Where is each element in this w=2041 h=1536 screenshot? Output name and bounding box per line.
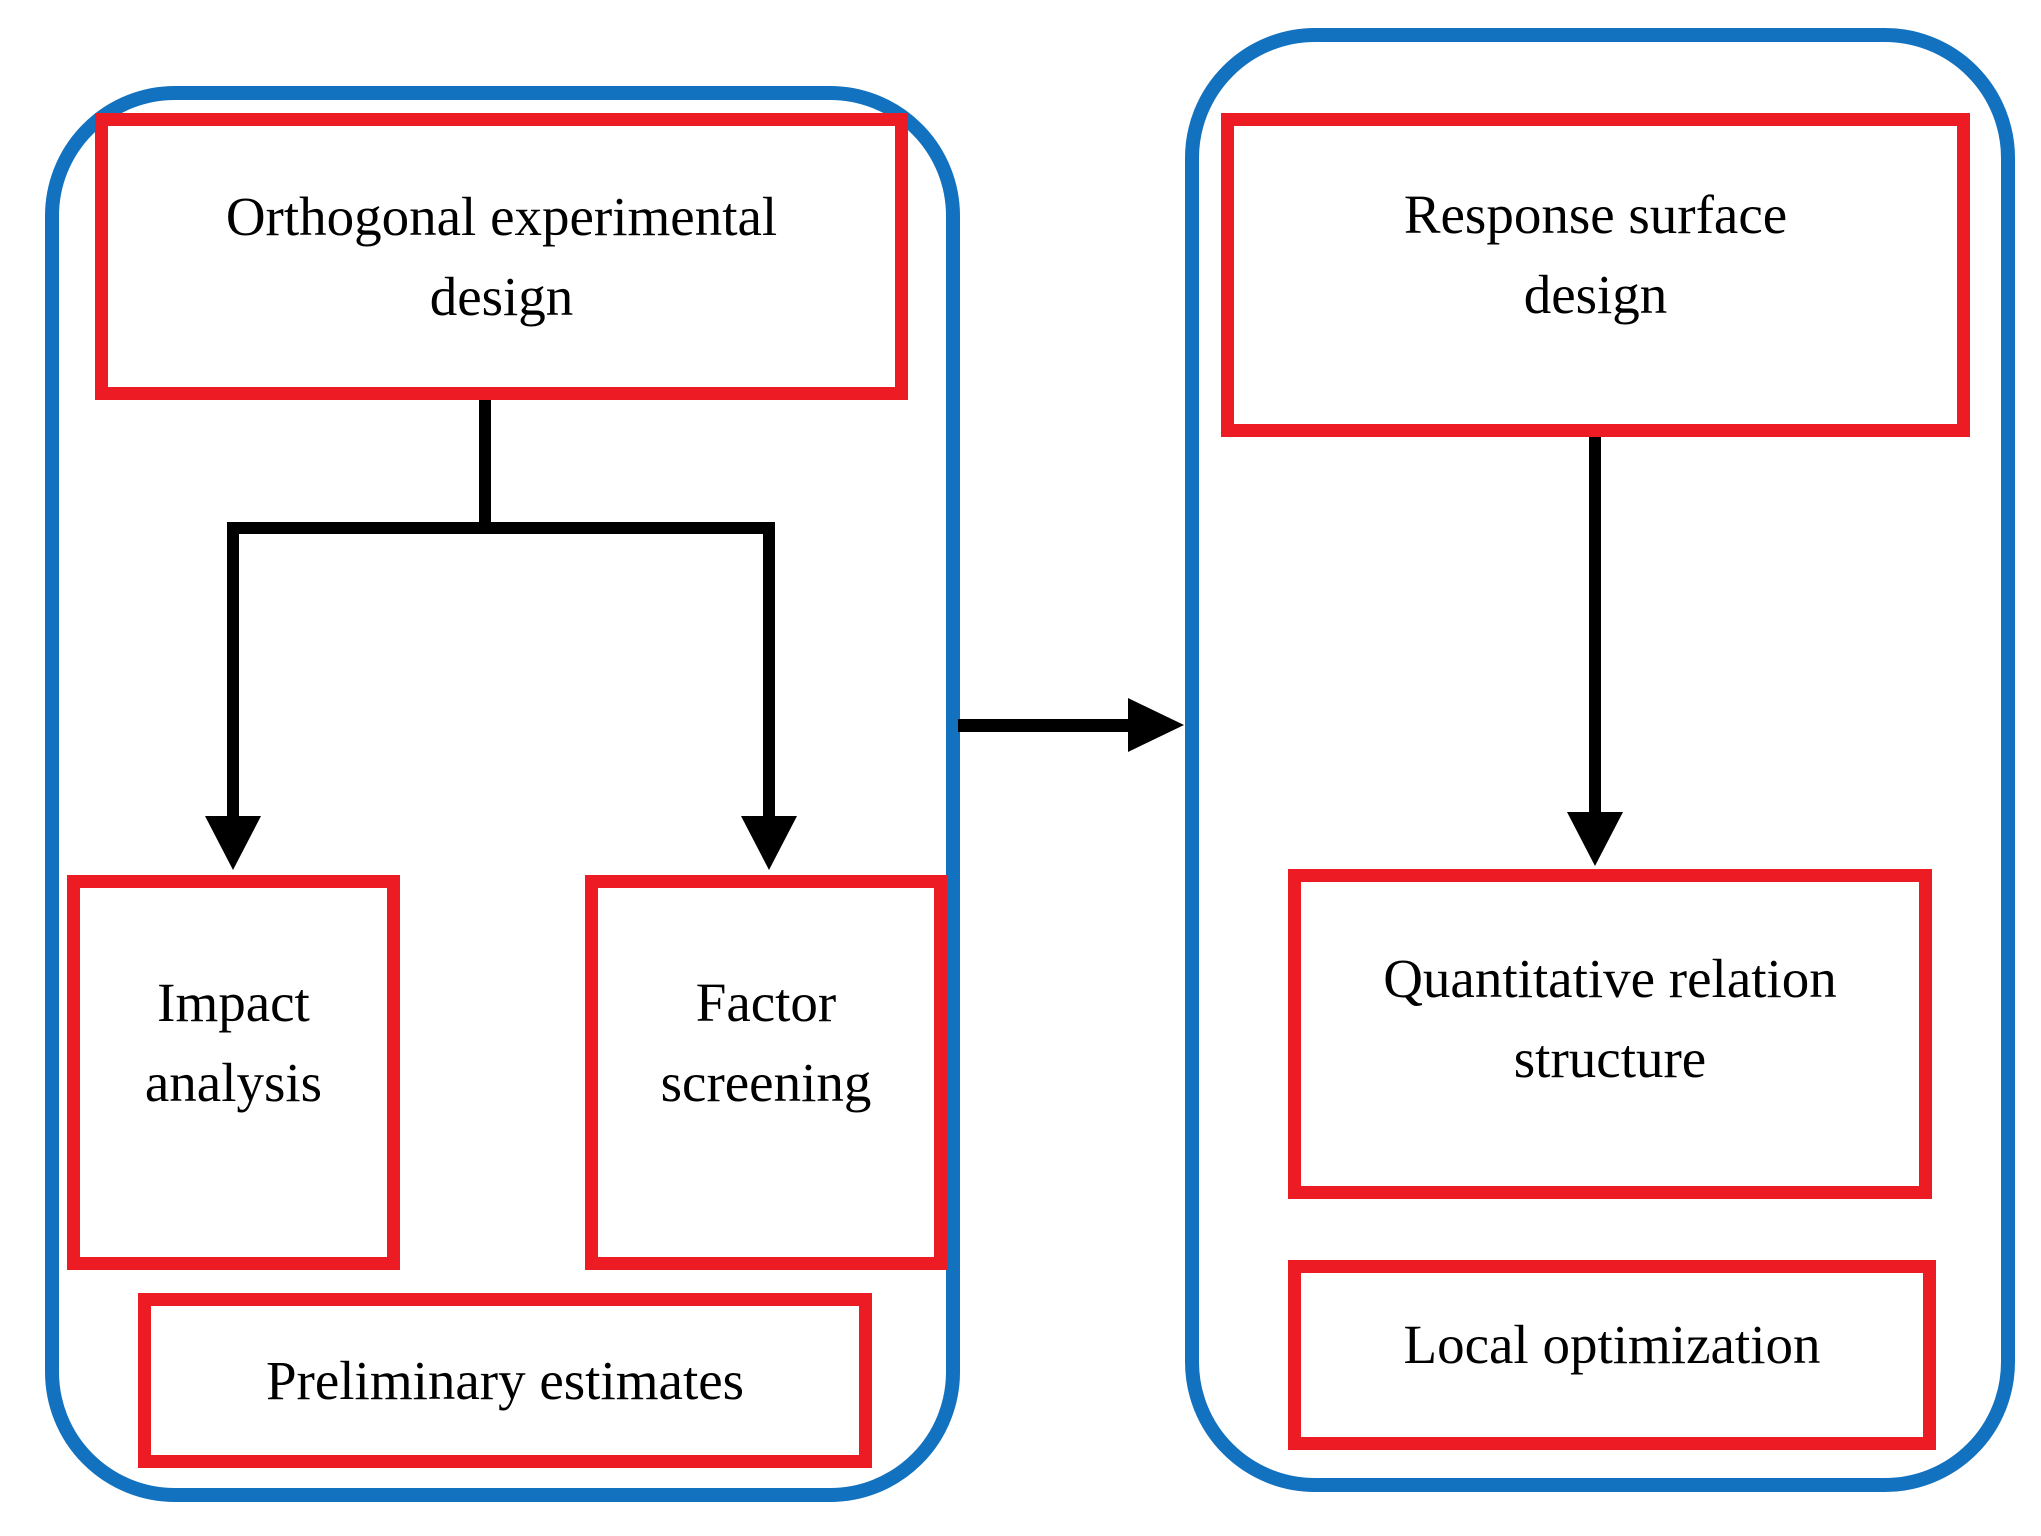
- box-factor-screening: Factor screening: [585, 875, 947, 1270]
- box-label-line: Orthogonal experimental: [225, 185, 778, 247]
- arrow-down-factor-shaft: [763, 522, 775, 818]
- arrow-down-quantitative-head-icon: [1567, 812, 1623, 866]
- connector-branch-horizontal: [227, 522, 775, 534]
- box-local-optimization: Local optimization: [1288, 1260, 1936, 1450]
- box-label-line: Preliminary estimates: [265, 1349, 745, 1411]
- box-quantitative-relation-structure: Quantitative relation structure: [1288, 869, 1932, 1199]
- box-label-line: Quantitative relation: [1383, 948, 1837, 1009]
- box-label-line: Impact: [157, 971, 310, 1033]
- box-preliminary-estimates: Preliminary estimates: [138, 1293, 872, 1468]
- right-panel: [1185, 28, 2015, 1492]
- box-label-line: design: [1523, 264, 1668, 325]
- arrow-left-to-right-panel-shaft: [958, 719, 1130, 732]
- box-label-line: design: [429, 265, 574, 327]
- connector-stem-orthogonal: [479, 400, 491, 524]
- box-label-line: Factor: [695, 971, 837, 1033]
- arrow-down-quantitative-shaft: [1589, 437, 1601, 814]
- box-impact-analysis: Impact analysis: [67, 875, 400, 1270]
- arrow-right-head-icon: [1128, 698, 1184, 752]
- arrow-down-impact-shaft: [227, 522, 239, 818]
- box-label-line: analysis: [144, 1051, 323, 1113]
- box-response-surface-design: Response surface design: [1221, 113, 1970, 437]
- box-label-line: Response surface: [1403, 184, 1788, 245]
- arrow-down-factor-head-icon: [741, 816, 797, 870]
- box-label-line: screening: [660, 1051, 872, 1113]
- box-label-line: Local optimization: [1403, 1314, 1821, 1375]
- box-orthogonal-experimental-design: Orthogonal experimental design: [95, 113, 908, 400]
- arrow-down-impact-head-icon: [205, 816, 261, 870]
- left-panel: [45, 86, 960, 1502]
- box-label-line: structure: [1513, 1028, 1707, 1089]
